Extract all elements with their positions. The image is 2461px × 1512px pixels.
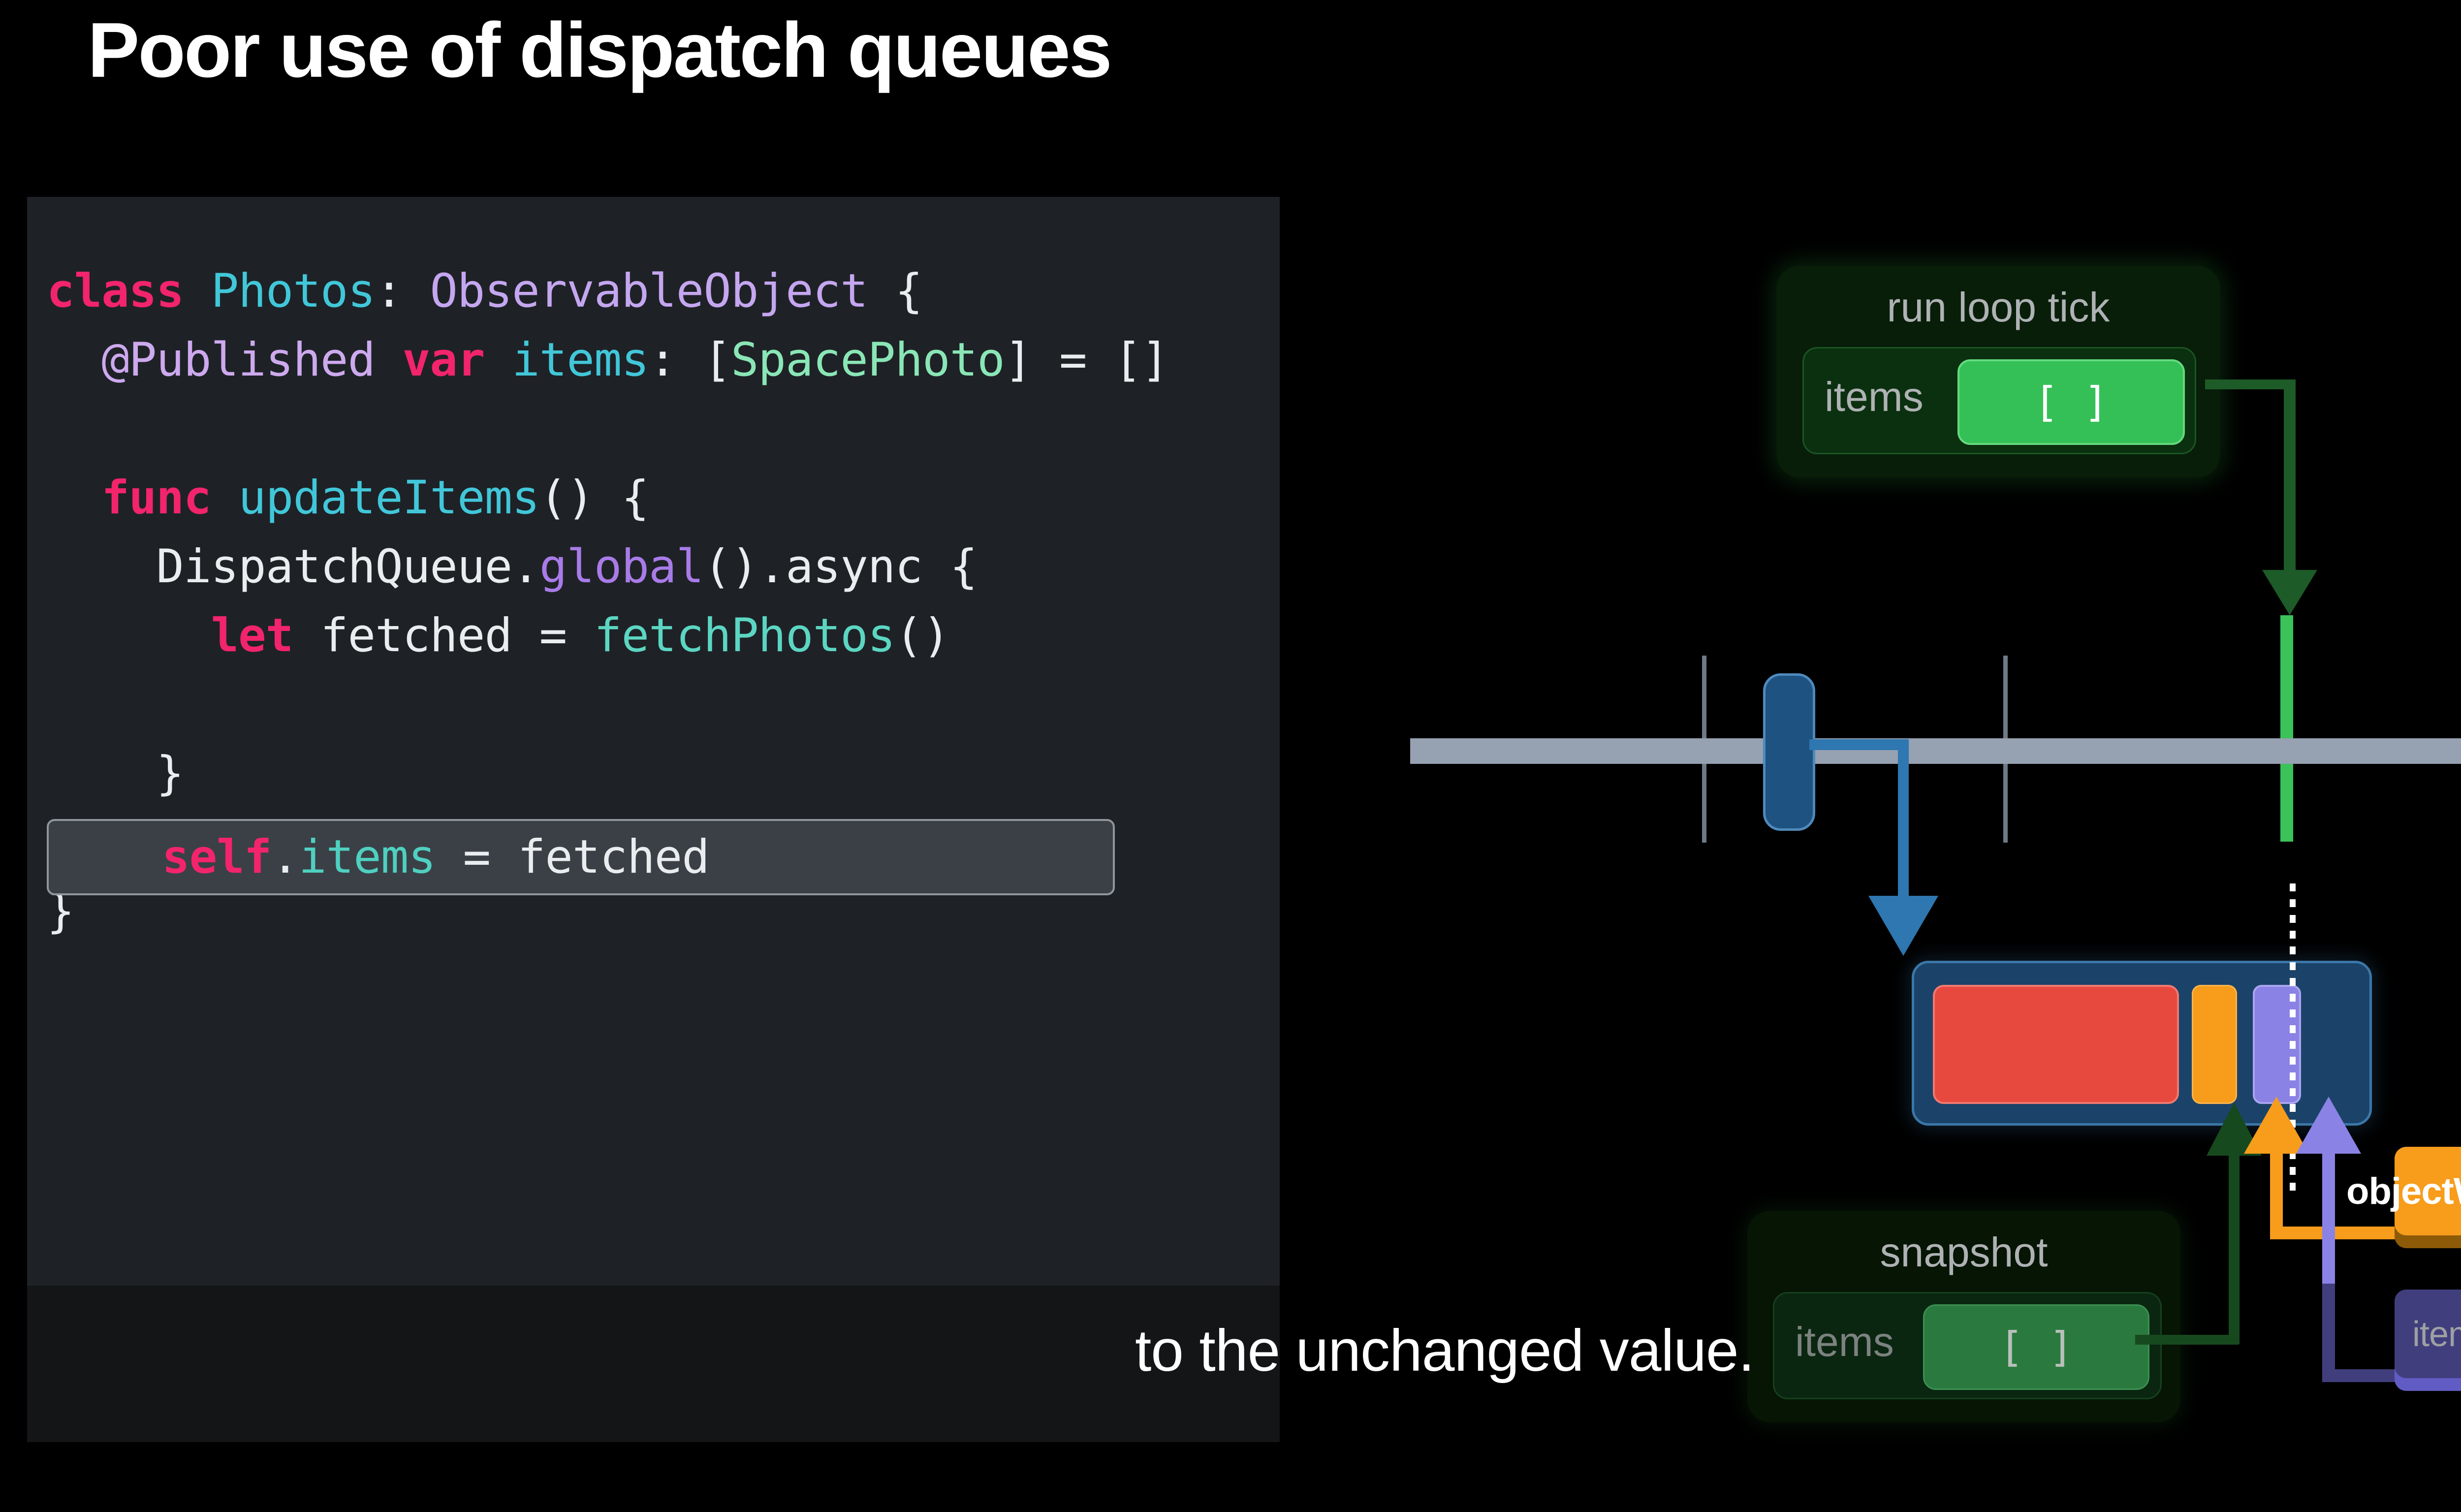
code-highlight-box: self.items = fetched: [47, 819, 1115, 895]
run-loop-connector-vertical: [2284, 379, 2296, 576]
items-assignment-box: items ← ☀️, 🌙, ✨: [2395, 1290, 2461, 1378]
object-will-change-connector-horizontal: [2270, 1227, 2403, 1239]
work-segment-fetch-photos: [1933, 985, 2179, 1104]
items-assignment-label: items ← ☀️, 🌙, ✨: [2412, 1314, 2461, 1354]
snapshot-box: snapshot items [ ]: [1747, 1211, 2180, 1422]
main-thread-block: [1763, 673, 1815, 831]
run-loop-connector-horizontal: [2205, 379, 2294, 389]
snapshot-connector-horizontal: [2135, 1335, 2239, 1345]
code-panel: class Photos: ObservableObject { @Publis…: [27, 197, 1280, 1442]
snapshot-property-row: items [ ]: [1773, 1292, 2162, 1399]
snapshot-connector-vertical: [2229, 1154, 2240, 1344]
snapshot-property-label: items: [1795, 1319, 1894, 1365]
caption-text: to the unchanged value.: [1135, 1318, 1755, 1384]
object-will-change-box: objectWillChange: [2346, 1147, 2461, 1235]
page-title: Poor use of dispatch queues: [88, 7, 1112, 94]
items-connector-arrowhead-icon: [2296, 1097, 2361, 1154]
run-loop-connector-arrowhead-icon: [2262, 570, 2317, 615]
dispatch-connector-horizontal: [1809, 739, 1908, 750]
code-highlight-line: self.items = fetched: [162, 830, 710, 884]
snapshot-title: snapshot: [1880, 1229, 2048, 1275]
timeline-axis: [1410, 738, 2461, 764]
run-loop-tick-title: run loop tick: [1887, 284, 2110, 330]
items-connector-vertical-upper: [2322, 1152, 2335, 1284]
run-loop-tick-property-label: items: [1825, 374, 1924, 420]
run-loop-tick-box: run loop tick items [ ]: [1777, 266, 2220, 477]
run-loop-tick-property-row: items [ ]: [1802, 347, 2196, 454]
run-loop-tick-marker: [2280, 615, 2293, 842]
code-panel-lower-area: [27, 1286, 1280, 1442]
items-connector-horizontal: [2322, 1369, 2408, 1382]
object-will-change-connector-vertical: [2270, 1152, 2283, 1230]
object-will-change-label: objectWillChange: [2346, 1170, 2461, 1212]
run-loop-tick-property-value: [ ]: [1957, 359, 2185, 445]
snapshot-property-value: [ ]: [1923, 1304, 2149, 1390]
work-segment-object-will-change: [2192, 985, 2237, 1104]
dispatch-connector-vertical: [1898, 739, 1909, 902]
dispatch-connector-arrowhead-icon: [1868, 896, 1938, 956]
code-block: class Photos: ObservableObject { @Publis…: [47, 264, 1169, 938]
items-connector-vertical-lower: [2322, 1280, 2335, 1373]
